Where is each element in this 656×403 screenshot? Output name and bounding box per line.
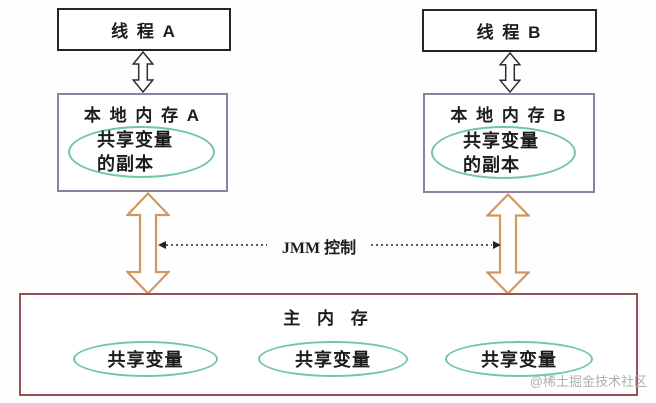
thread-a-box: 线 程 A [57,8,231,51]
thread-b-label: 线 程 B [476,23,543,42]
local-memory-b-ellipse-text: 共享变量 的副本 [463,129,539,177]
local-memory-a-ellipse-text: 共享变量 的副本 [97,128,173,176]
thread-a-memory-double-arrow-icon [132,51,154,93]
main-memory-shared-var-ellipse: 共享变量 [73,341,218,377]
main-memory-title: 主 内 存 [283,309,374,328]
thread-a-label: 线 程 A [111,22,177,41]
shared-var-copy-line2: 的副本 [97,154,154,174]
shared-var-label: 共享变量 [481,350,557,370]
local-memory-b-ellipse [431,126,576,179]
thread-b-memory-double-arrow-icon [499,52,521,93]
main-memory-shared-var-ellipse: 共享变量 [445,341,593,377]
shared-var-copy-line2: 的副本 [463,155,520,175]
shared-var-label: 共享变量 [107,350,184,370]
shared-var-copy-line1: 共享变量 [463,131,539,151]
main-memory-shared-var-ellipse: 共享变量 [258,341,408,377]
jmm-control-label: JMM 控制 [281,240,357,257]
shared-var-label: 共享变量 [295,350,371,370]
thread-b-box: 线 程 B [422,9,597,52]
local-memory-a-ellipse [68,126,215,178]
shared-var-copy-line1: 共享变量 [97,130,173,150]
local-memory-a-title: 本 地 内 存 A [83,106,202,125]
watermark: @稀土掘金技术社区 [529,374,647,389]
local-memory-b-title: 本 地 内 存 B [450,106,568,125]
jmm-control-dotted-arrows-icon [155,236,505,256]
